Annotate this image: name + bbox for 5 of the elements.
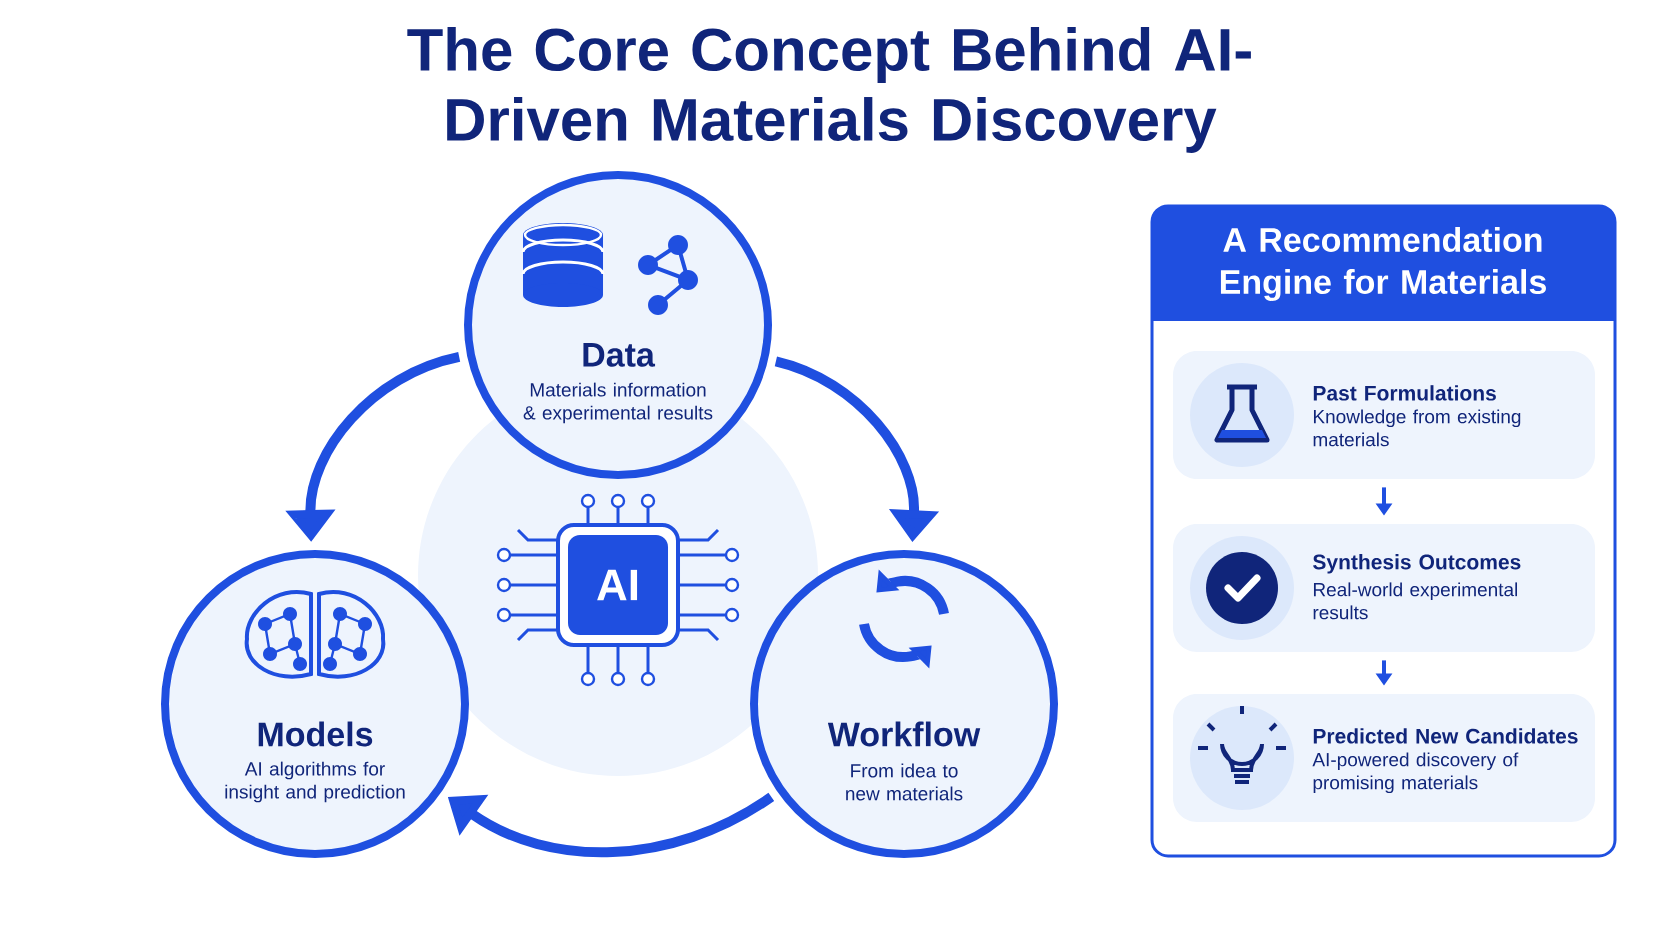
- step-card: Predicted New Candidates AI-powered discovery of promising materials: [1173, 694, 1595, 822]
- chip-box: AI: [556, 523, 680, 647]
- title: The Core Concept Behind AI-Driven Materials Discovery: [407, 27, 1251, 153]
- step-card: Synthesis Outcomes Real-world experimental results: [1173, 524, 1595, 652]
- step-card: Past Formulations Knowledge from existing materials: [1173, 351, 1595, 479]
